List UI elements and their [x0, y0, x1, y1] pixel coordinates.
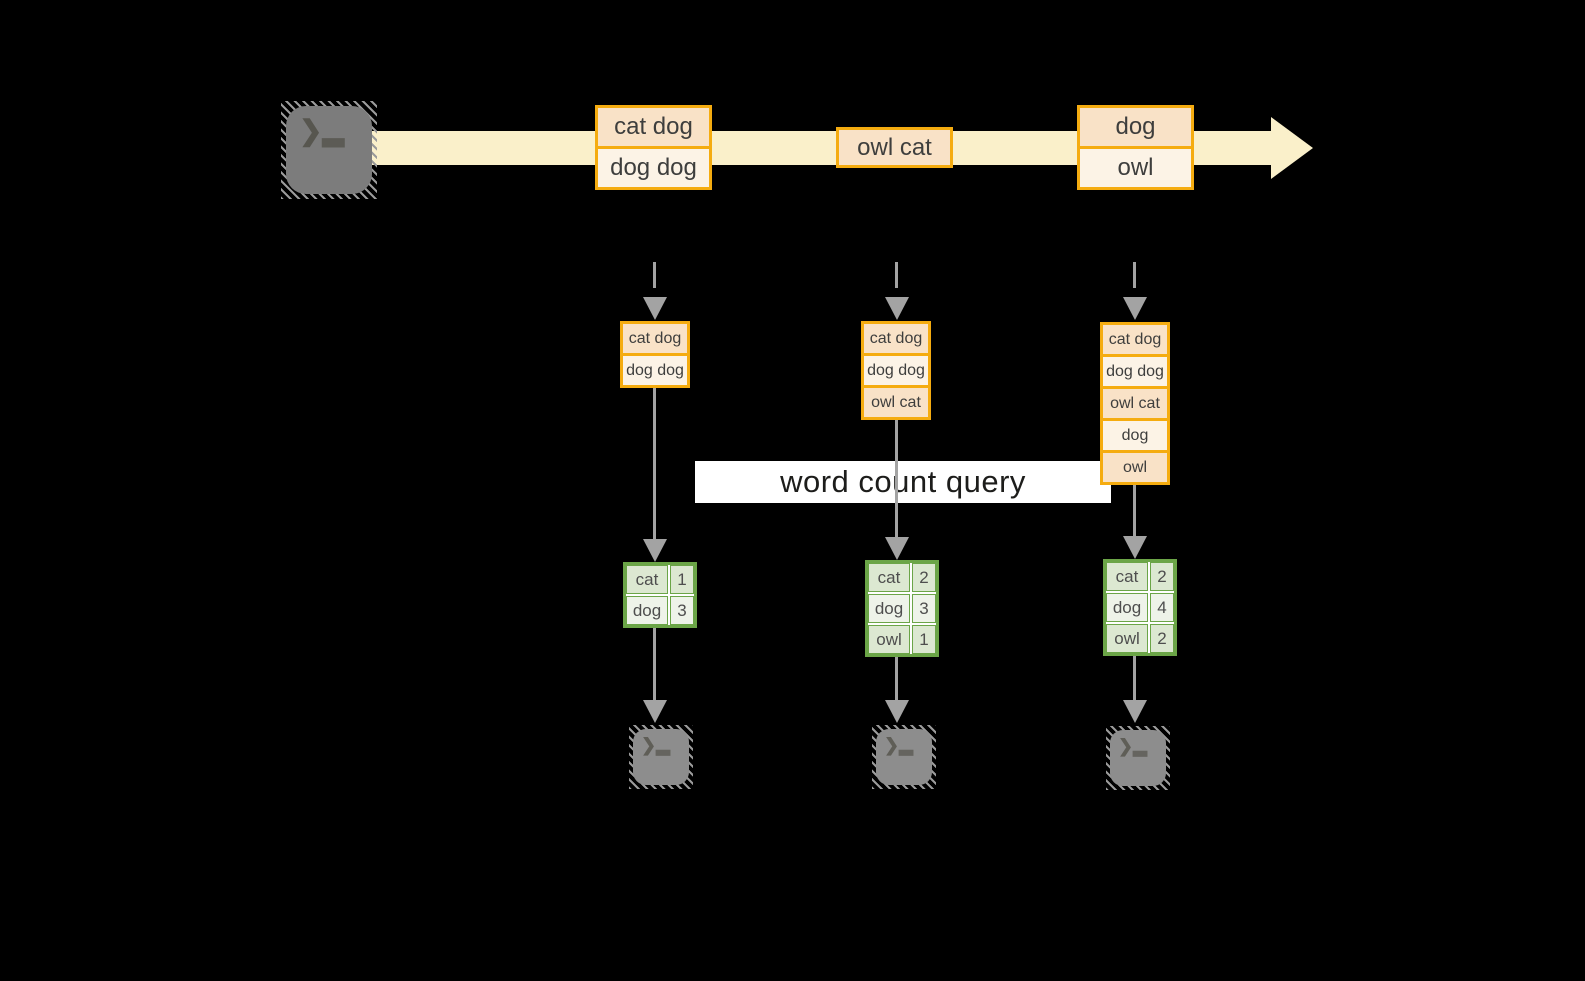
table-row: owl 1	[868, 625, 936, 654]
buffer-line: cat dog	[864, 324, 928, 353]
down-arrow-shaft	[895, 262, 898, 296]
word-cell: dog	[868, 594, 910, 623]
sink-arrow-shaft	[1133, 655, 1136, 702]
word-cell: cat	[626, 565, 668, 594]
count-cell: 2	[1150, 624, 1174, 653]
word-cell: owl	[868, 625, 910, 654]
event-line: dog	[1080, 108, 1191, 146]
down-arrow-head-icon	[885, 297, 909, 320]
buffer-line: dog	[1103, 421, 1167, 450]
buffer-line: owl cat	[864, 388, 928, 417]
table-row: owl 2	[1106, 624, 1174, 653]
count-table-1: cat 1 dog 3	[623, 562, 697, 628]
terminal-body	[286, 106, 372, 194]
word-cell: cat	[1106, 562, 1148, 591]
buffer-line: owl cat	[1103, 389, 1167, 418]
word-cell: dog	[626, 596, 668, 625]
sink-terminal-icon-2: ❯▂	[872, 725, 936, 789]
stream-event-1: cat dog dog dog	[595, 105, 712, 190]
terminal-body	[876, 729, 932, 785]
table-row: dog 4	[1106, 593, 1174, 622]
count-table-2: cat 2 dog 3 owl 1	[865, 560, 939, 657]
prompt-chevron: ❯	[884, 735, 900, 755]
table-row: cat 2	[1106, 562, 1174, 591]
stream-event-3: dog owl	[1077, 105, 1194, 190]
count-cell: 2	[1150, 562, 1174, 591]
buffer-line: dog dog	[1103, 357, 1167, 386]
prompt-cursor: ▂	[899, 735, 913, 755]
terminal-body	[1110, 730, 1166, 786]
count-cell: 1	[912, 625, 936, 654]
prompt-cursor: ▂	[322, 115, 345, 146]
event-line: owl cat	[839, 130, 950, 165]
buffer-line: cat dog	[1103, 325, 1167, 354]
event-line: owl	[1080, 149, 1191, 187]
table-row: dog 3	[868, 594, 936, 623]
down-arrow-shaft	[653, 262, 656, 296]
terminal-prompt-icon: ❯▂	[299, 117, 344, 145]
down-arrow-head-icon	[643, 297, 667, 320]
buffer-stack-2: cat dog dog dog owl cat	[861, 321, 931, 420]
word-cell: cat	[868, 563, 910, 592]
count-cell: 1	[670, 565, 694, 594]
sink-terminal-icon-3: ❯▂	[1106, 726, 1170, 790]
prompt-chevron: ❯	[1118, 736, 1134, 756]
query-arrow-shaft	[895, 415, 898, 539]
sink-arrow-shaft	[653, 628, 656, 702]
table-row: dog 3	[626, 596, 694, 625]
count-cell: 3	[670, 596, 694, 625]
table-row: cat 1	[626, 565, 694, 594]
sink-arrow-shaft	[895, 657, 898, 702]
query-arrow-shaft	[653, 388, 656, 541]
sink-arrow-head-icon	[1123, 700, 1147, 723]
buffer-stack-1: cat dog dog dog	[620, 321, 690, 388]
terminal-prompt-icon: ❯▂	[884, 736, 913, 754]
prompt-chevron: ❯	[299, 115, 323, 146]
buffer-line: dog dog	[623, 356, 687, 385]
stream-event-2: owl cat	[836, 127, 953, 168]
terminal-prompt-icon: ❯▂	[641, 736, 670, 754]
buffer-line: cat dog	[623, 324, 687, 353]
terminal-prompt-icon: ❯▂	[1118, 737, 1147, 755]
count-cell: 2	[912, 563, 936, 592]
event-line: dog dog	[598, 149, 709, 187]
query-arrow-shaft	[1133, 482, 1136, 538]
query-arrow-head-icon	[1123, 536, 1147, 559]
count-table-3: cat 2 dog 4 owl 2	[1103, 559, 1177, 656]
stream-arrowhead-icon	[1271, 117, 1313, 179]
word-cell: dog	[1106, 593, 1148, 622]
query-label: word count query	[695, 461, 1111, 503]
buffer-line: owl	[1103, 453, 1167, 482]
count-cell: 4	[1150, 593, 1174, 622]
buffer-line: dog dog	[864, 356, 928, 385]
sink-arrow-head-icon	[643, 700, 667, 723]
buffer-stack-3: cat dog dog dog owl cat dog owl	[1100, 322, 1170, 485]
query-arrow-head-icon	[643, 539, 667, 562]
prompt-cursor: ▂	[656, 735, 670, 755]
down-arrow-shaft	[1133, 262, 1136, 296]
source-terminal-icon: ❯▂	[281, 101, 377, 199]
table-row: cat 2	[868, 563, 936, 592]
prompt-chevron: ❯	[641, 735, 657, 755]
count-cell: 3	[912, 594, 936, 623]
event-line: cat dog	[598, 108, 709, 146]
sink-arrow-head-icon	[885, 700, 909, 723]
terminal-body	[633, 729, 689, 785]
word-cell: owl	[1106, 624, 1148, 653]
sink-terminal-icon-1: ❯▂	[629, 725, 693, 789]
prompt-cursor: ▂	[1133, 736, 1147, 756]
query-arrow-head-icon	[885, 537, 909, 560]
down-arrow-head-icon	[1123, 297, 1147, 320]
